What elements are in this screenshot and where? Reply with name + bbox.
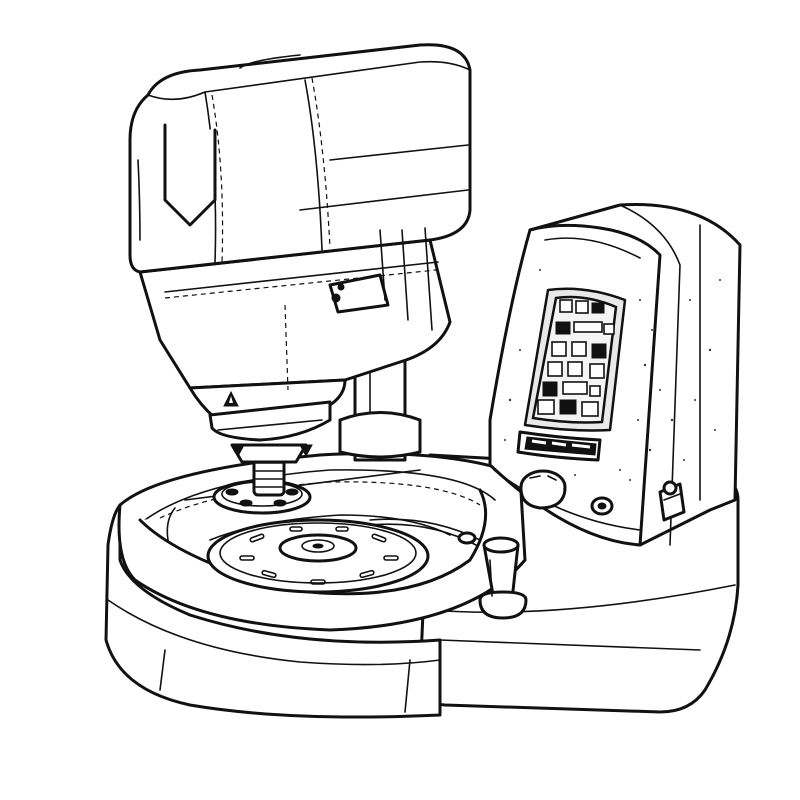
- panel-texture: [504, 269, 721, 481]
- screen-icon: [575, 300, 589, 314]
- screen-icon: [542, 381, 558, 397]
- screen-icon: [567, 361, 583, 377]
- control-knob[interactable]: [519, 469, 567, 510]
- screen-icon: [573, 321, 603, 333]
- screen-icon: [571, 341, 587, 357]
- screen-icon: [591, 343, 607, 359]
- screen-icon: [589, 385, 601, 397]
- specimen-holder: [212, 443, 313, 515]
- screen-icon: [551, 341, 567, 357]
- screen-icon: [537, 399, 555, 415]
- screen-icon: [562, 381, 588, 395]
- screen-icon: [589, 363, 605, 379]
- control-panel: [488, 203, 742, 547]
- water-nozzle: [457, 531, 528, 620]
- screen-icon: [547, 361, 563, 377]
- screen-icon: [559, 299, 573, 313]
- side-connector: [658, 480, 686, 522]
- bowl-rim: [144, 469, 496, 521]
- disc-slots: [239, 526, 399, 585]
- screen-icon: [581, 401, 599, 417]
- screen-icon: [591, 302, 605, 314]
- screen-icon: [555, 321, 571, 335]
- polishing-head: [128, 43, 472, 442]
- screen-icons: [537, 299, 615, 417]
- screen-icon: [559, 399, 577, 415]
- panel-button[interactable]: [590, 496, 614, 516]
- column: [338, 338, 422, 462]
- head-chevron: [163, 123, 217, 227]
- screen-icon: [603, 323, 615, 335]
